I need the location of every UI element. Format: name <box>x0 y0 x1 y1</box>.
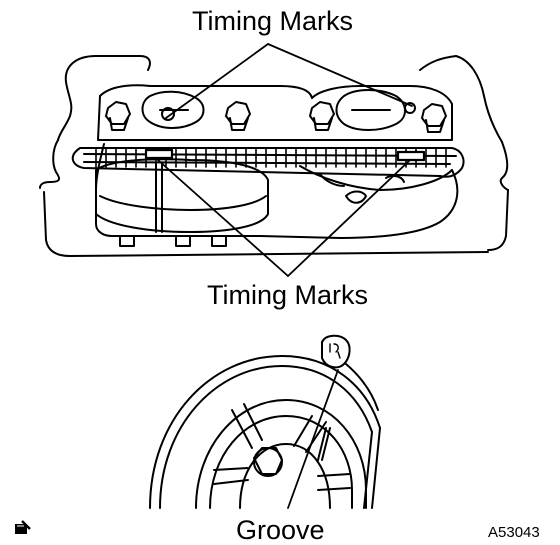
timing-chain <box>71 147 465 178</box>
timing-marks-bottom-leaders <box>157 159 411 277</box>
pulley-scale-marks <box>329 343 341 359</box>
timing-marks-label-bottom: Timing Marks <box>207 280 369 310</box>
camshaft-sprocket-left <box>95 90 269 247</box>
camshaft-sprocket-right <box>259 89 459 239</box>
timing-marks-top-leaders <box>165 43 413 119</box>
groove-leader <box>287 369 339 509</box>
groove-label: Groove <box>236 515 325 545</box>
timing-marks-label-top: Timing Marks <box>192 6 354 36</box>
figure-code: A53043 <box>488 524 540 541</box>
engine-cover-outline <box>39 55 509 257</box>
note-icon <box>15 520 31 534</box>
crankshaft-pulley <box>149 334 381 509</box>
